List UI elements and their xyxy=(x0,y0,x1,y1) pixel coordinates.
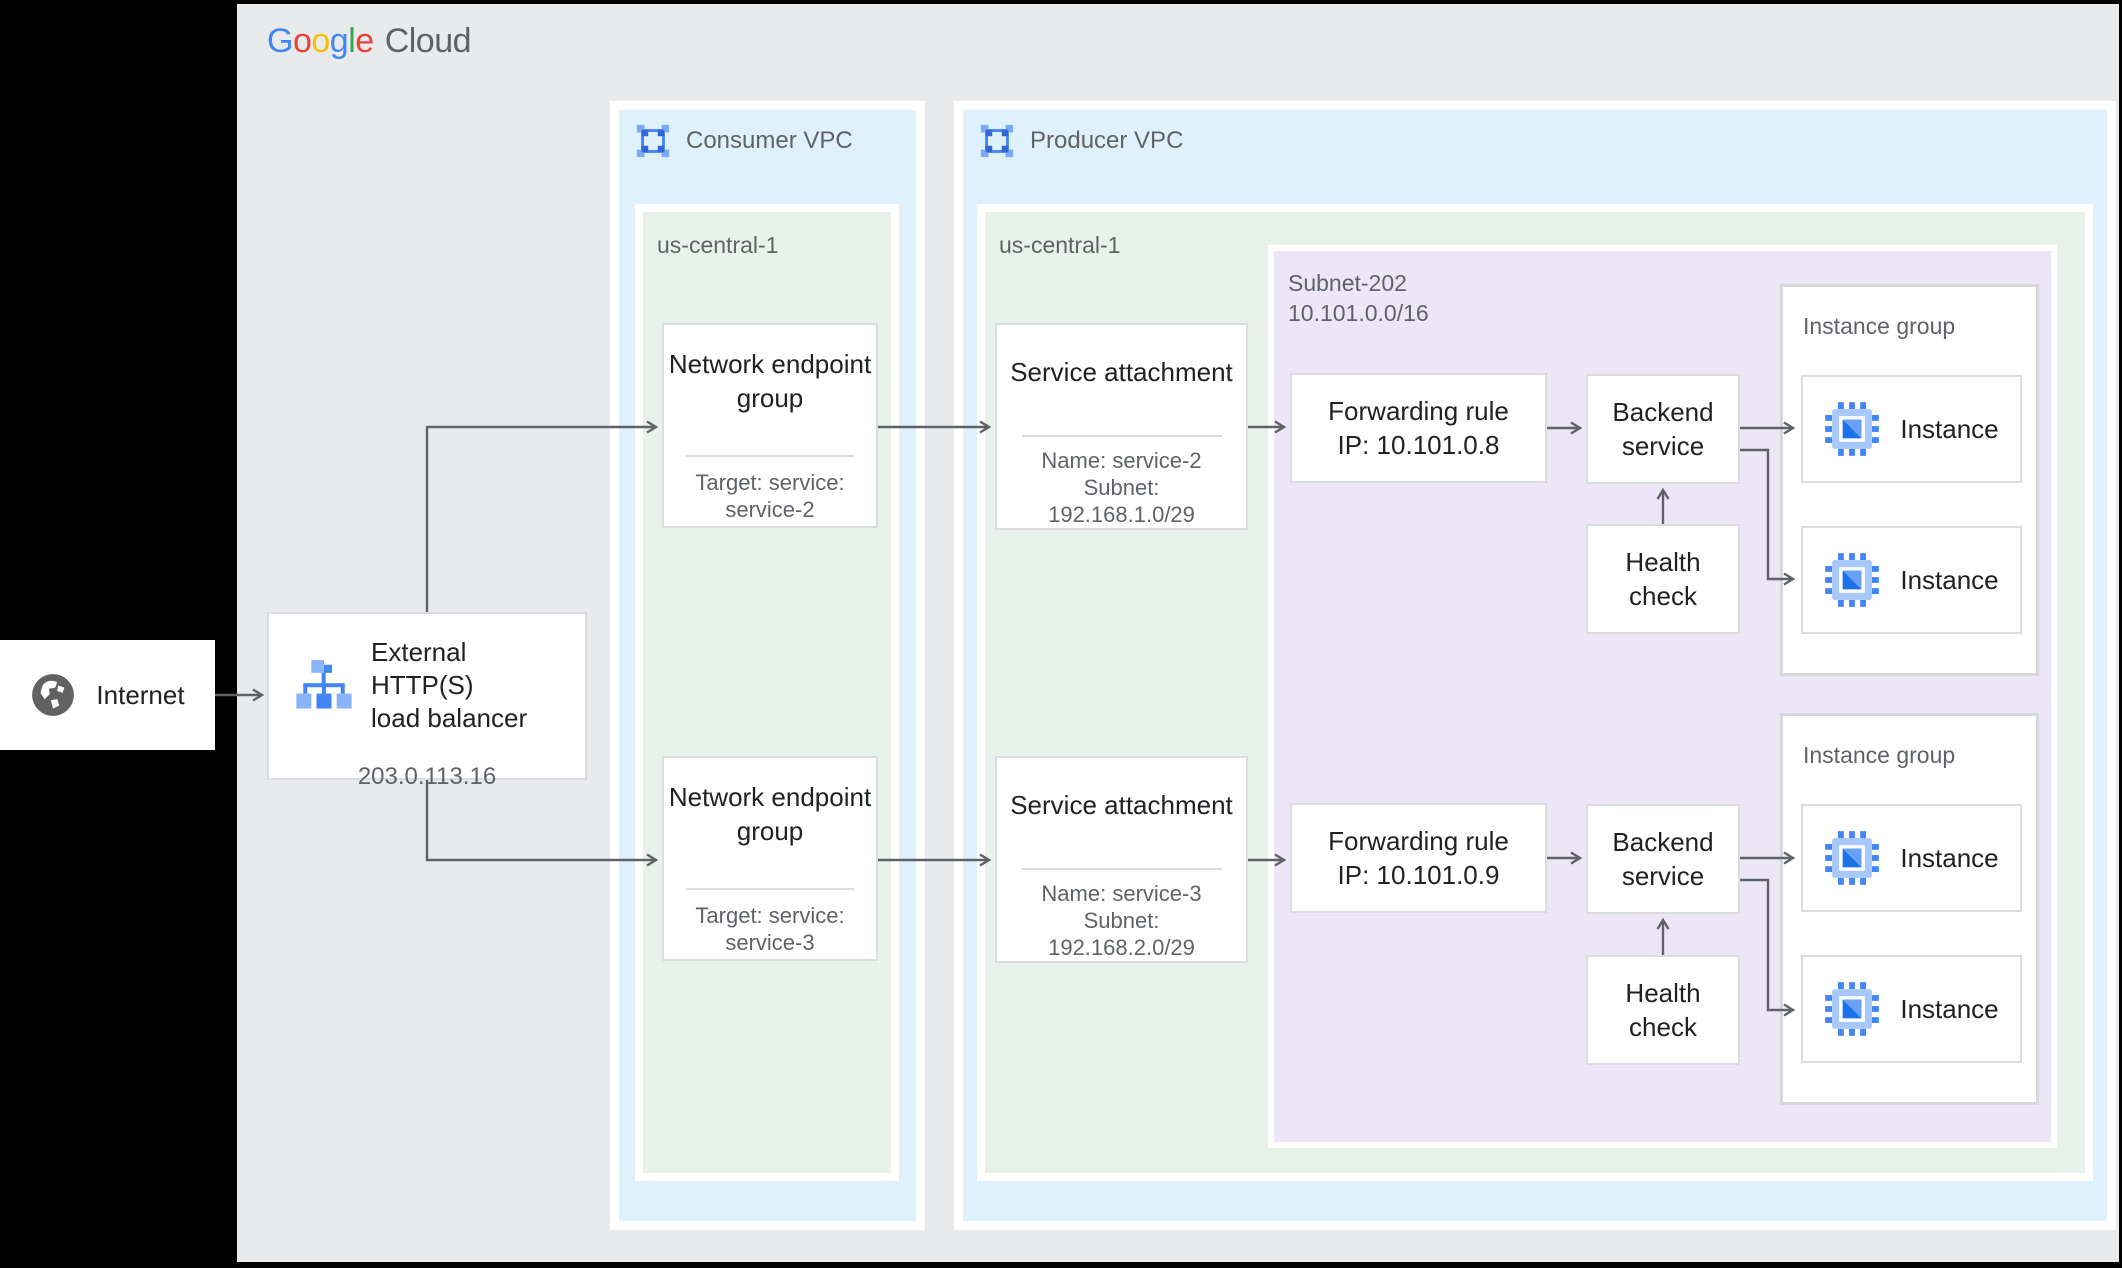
instance-label: Instance xyxy=(1900,843,1999,873)
producer-vpc-header: Producer VPC xyxy=(978,122,1183,160)
forwarding-rule-ip: IP: 10.101.0.9 xyxy=(1337,860,1500,890)
service-attachment-details: Name: service-2 Subnet: 192.168.1.0/29 xyxy=(1041,448,1202,527)
neg-target: Target: service: service-2 xyxy=(695,470,845,522)
divider xyxy=(686,455,854,457)
health-check-label: Health check xyxy=(1625,978,1701,1042)
network-endpoint-group-node-1: Network endpoint group Target: service: … xyxy=(662,323,878,528)
instance-group-2: Instance group Instance xyxy=(1780,713,2039,1105)
neg-title: Network endpoint group xyxy=(668,782,872,846)
instance-label: Instance xyxy=(1900,414,1999,444)
forwarding-rule-title: Forwarding rule xyxy=(1328,396,1509,426)
service-attachment-title: Service attachment xyxy=(1010,790,1233,820)
neg-target: Target: service: service-3 xyxy=(695,903,845,955)
instance-label: Instance xyxy=(1900,565,1999,595)
backend-service-label: Backend service xyxy=(1612,397,1714,461)
service-attachment-title: Service attachment xyxy=(1010,357,1233,387)
forwarding-rule-title: Forwarding rule xyxy=(1328,826,1509,856)
backend-service-node-1: Backend service xyxy=(1586,374,1740,484)
instance-chip-icon xyxy=(1825,831,1880,885)
forwarding-rule-node-2: Forwarding rule IP: 10.101.0.9 xyxy=(1290,803,1547,913)
forwarding-rule-ip: IP: 10.101.0.8 xyxy=(1337,430,1500,460)
consumer-vpc-label: Consumer VPC xyxy=(686,127,853,154)
divider xyxy=(1021,435,1222,437)
instance-group-label: Instance group xyxy=(1803,313,1956,339)
subnet-label: Subnet-202 10.101.0.0/16 xyxy=(1288,270,1429,326)
cloud-wordmark: Cloud xyxy=(384,22,472,60)
health-check-node-1: Health check xyxy=(1586,524,1740,634)
divider xyxy=(1021,868,1222,870)
producer-region-label: us-central-1 xyxy=(999,232,1121,258)
load-balancer-header: External HTTP(S) load balancer xyxy=(269,614,585,735)
internet-label: Internet xyxy=(96,680,185,710)
health-check-label: Health check xyxy=(1625,547,1701,611)
network-endpoint-group-node-2: Network endpoint group Target: service: … xyxy=(662,756,878,961)
instance-chip-icon xyxy=(1825,402,1880,456)
instance-node: Instance xyxy=(1801,955,2022,1063)
service-attachment-details: Name: service-3 Subnet: 192.168.2.0/29 xyxy=(1041,881,1202,960)
vpc-icon xyxy=(636,124,670,158)
globe-icon xyxy=(32,674,75,716)
producer-vpc-label: Producer VPC xyxy=(1030,127,1184,154)
consumer-region-label: us-central-1 xyxy=(657,232,779,258)
service-attachment-node-1: Service attachment Name: service-2 Subne… xyxy=(995,323,1248,530)
instance-node: Instance xyxy=(1801,526,2022,634)
vpc-icon xyxy=(980,124,1014,158)
instance-group-1: Instance group Instance xyxy=(1780,284,2039,676)
forwarding-rule-node-1: Forwarding rule IP: 10.101.0.8 xyxy=(1290,373,1547,483)
load-balancer-ip: 203.0.113.16 xyxy=(357,763,497,790)
instance-node: Instance xyxy=(1801,804,2022,912)
instance-chip-icon xyxy=(1825,553,1880,607)
load-balancer-title: External HTTP(S) load balancer xyxy=(371,637,528,733)
neg-title: Network endpoint group xyxy=(668,349,872,413)
instance-chip-icon xyxy=(1825,982,1880,1036)
internet-node: Internet xyxy=(0,640,215,750)
service-attachment-node-2: Service attachment Name: service-3 Subne… xyxy=(995,756,1248,963)
consumer-vpc-header: Consumer VPC xyxy=(634,122,853,160)
load-balancer-node: External HTTP(S) load balancer 203.0.113… xyxy=(267,612,587,790)
instance-node: Instance xyxy=(1801,375,2022,483)
instance-group-label: Instance group xyxy=(1803,742,1956,768)
health-check-node-2: Health check xyxy=(1586,955,1740,1065)
instance-label: Instance xyxy=(1900,994,1999,1024)
backend-service-node-2: Backend service xyxy=(1586,804,1740,914)
divider xyxy=(686,888,854,890)
load-balancer-icon xyxy=(296,660,352,709)
backend-service-label: Backend service xyxy=(1612,827,1714,891)
